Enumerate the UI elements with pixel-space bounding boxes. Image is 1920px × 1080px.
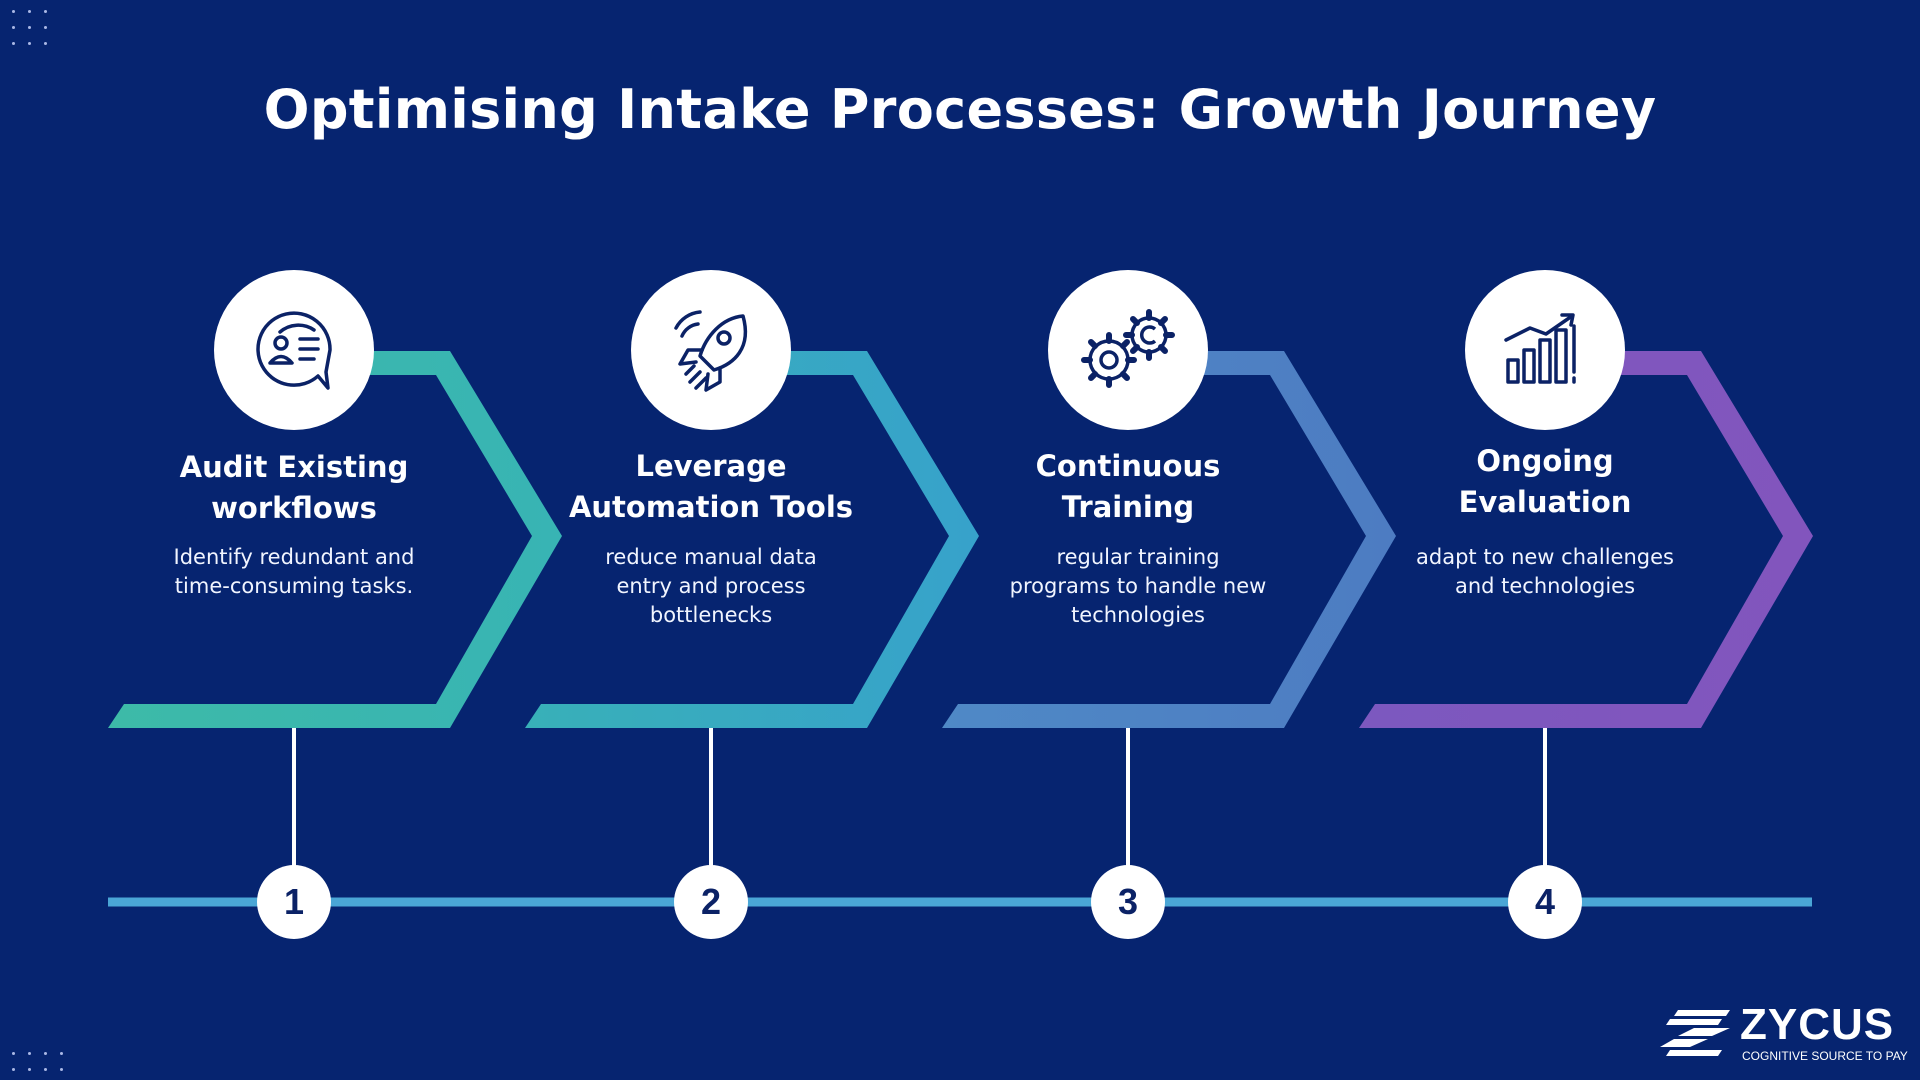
step-4-title-line-2: Evaluation bbox=[1458, 485, 1632, 519]
decorative-dot bbox=[28, 10, 31, 13]
step-4-number-badge: 4 bbox=[1508, 865, 1582, 939]
step-2-description: reduce manual data entry and process bot… bbox=[566, 543, 856, 630]
step-4-desc-line-2: and technologies bbox=[1454, 574, 1636, 598]
icon-circle-4 bbox=[1465, 270, 1625, 430]
icon-circle-2 bbox=[631, 270, 791, 430]
step-4-description: adapt to new challenges and technologies bbox=[1400, 543, 1690, 601]
zycus-logo-mark-icon bbox=[1660, 1010, 1730, 1056]
step-2-title-line-1: Leverage bbox=[635, 449, 787, 483]
decorative-dot bbox=[60, 1052, 63, 1055]
decorative-dot bbox=[28, 26, 31, 29]
zycus-logo: ZYCUS COGNITIVE SOURCE TO PAY bbox=[1660, 1000, 1908, 1068]
step-3-description: regular training programs to handle new … bbox=[993, 543, 1283, 630]
step-2-desc-line-3: bottlenecks bbox=[649, 603, 773, 627]
logo-name: ZYCUS bbox=[1740, 1000, 1895, 1049]
top-left-dot-grid bbox=[12, 10, 47, 45]
decorative-dot bbox=[60, 1068, 63, 1071]
decorative-dot bbox=[28, 1052, 31, 1055]
decorative-dot bbox=[44, 1068, 47, 1071]
decorative-dot bbox=[12, 26, 15, 29]
step-1-desc-line-2: time-consuming tasks. bbox=[174, 574, 414, 598]
step-4-title-line-1: Ongoing bbox=[1476, 444, 1614, 478]
step-3-desc-line-1: regular training bbox=[1056, 545, 1220, 569]
icon-circle-3 bbox=[1048, 270, 1208, 430]
page-title: Optimising Intake Processes: Growth Jour… bbox=[263, 78, 1657, 141]
step-3-title: Continuous Training bbox=[968, 446, 1288, 528]
growth-chart-icon bbox=[1504, 313, 1576, 384]
step-1-number-badge: 1 bbox=[257, 865, 331, 939]
step-1-title-line-1: Audit Existing bbox=[179, 450, 409, 484]
step-3-desc-line-2: programs to handle new bbox=[1009, 574, 1267, 598]
decorative-dot bbox=[44, 26, 47, 29]
decorative-dot bbox=[12, 42, 15, 45]
step-1-description: Identify redundant and time-consuming ta… bbox=[149, 543, 439, 601]
rocket-icon bbox=[674, 310, 748, 392]
step-2-desc-line-1: reduce manual data bbox=[605, 545, 817, 569]
step-3-desc-line-3: technologies bbox=[1071, 603, 1205, 627]
step-3-number-badge: 3 bbox=[1091, 865, 1165, 939]
contact-card-chat-icon bbox=[256, 311, 332, 390]
step-1-title: Audit Existing workflows bbox=[134, 447, 454, 529]
decorative-dot bbox=[12, 10, 15, 13]
decorative-dot bbox=[28, 1068, 31, 1071]
step-4-title: Ongoing Evaluation bbox=[1385, 441, 1705, 523]
decorative-dot bbox=[44, 42, 47, 45]
bottom-left-dot-grid bbox=[12, 1052, 63, 1071]
step-4-desc-line-1: adapt to new challenges bbox=[1416, 545, 1674, 569]
step-2-title: Leverage Automation Tools bbox=[551, 446, 871, 528]
decorative-dot bbox=[44, 10, 47, 13]
step-3-title-line-1: Continuous bbox=[1035, 449, 1221, 483]
logo-tagline: COGNITIVE SOURCE TO PAY bbox=[1742, 1049, 1908, 1063]
step-2-number-badge: 2 bbox=[674, 865, 748, 939]
step-1-desc-line-1: Identify redundant and bbox=[173, 545, 415, 569]
step-2-title-line-2: Automation Tools bbox=[568, 490, 854, 524]
decorative-dot bbox=[12, 1068, 15, 1071]
decorative-dot bbox=[28, 42, 31, 45]
step-2-desc-line-2: entry and process bbox=[616, 574, 806, 598]
step-1-title-line-2: workflows bbox=[211, 491, 377, 525]
decorative-dot bbox=[44, 1052, 47, 1055]
icon-circle-1 bbox=[214, 270, 374, 430]
gears-icon bbox=[1081, 309, 1175, 388]
step-3-title-line-2: Training bbox=[1061, 490, 1195, 524]
decorative-dot bbox=[12, 1052, 15, 1055]
